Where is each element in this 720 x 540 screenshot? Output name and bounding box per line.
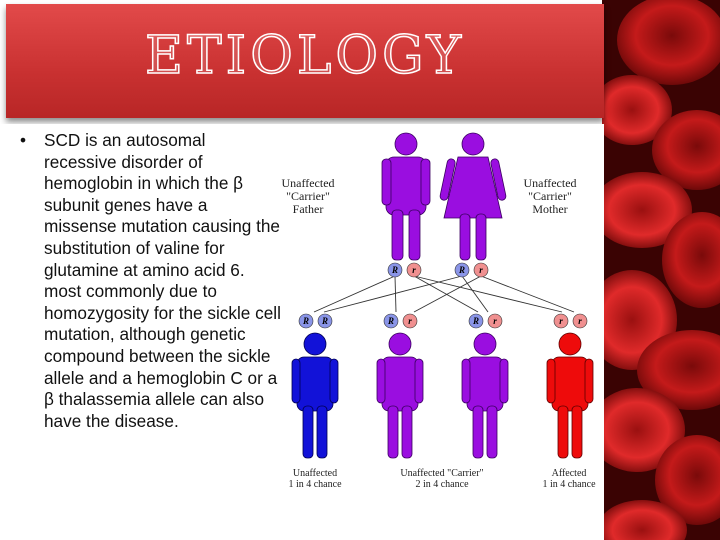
svg-text:r: r (493, 316, 497, 326)
child-2-alleles: R r (383, 313, 418, 329)
father-label: Unaffected "Carrier" Father (281, 176, 334, 216)
mother-alleles: R r (454, 262, 489, 278)
child-4-alleles: r r (553, 313, 588, 329)
svg-text:Mother: Mother (532, 202, 567, 216)
svg-text:Unaffected "Carrier": Unaffected "Carrier" (400, 468, 483, 479)
svg-text:Unaffected: Unaffected (281, 176, 334, 190)
svg-text:Affected: Affected (552, 468, 587, 479)
child-3-figure-icon (461, 332, 509, 459)
svg-text:R: R (387, 316, 394, 326)
slide-title: Etiology (144, 25, 465, 87)
child-1-figure-icon (291, 332, 339, 459)
mother-label: Unaffected "Carrier" Mother (523, 176, 576, 216)
child-4-figure-icon (546, 332, 594, 459)
svg-text:R: R (472, 316, 479, 326)
child-4-label: Affected 1 in 4 chance (542, 468, 596, 490)
child-2-3-label: Unaffected "Carrier" 2 in 4 chance (400, 468, 483, 490)
svg-text:r: r (408, 316, 412, 326)
mother-figure-icon (439, 132, 507, 261)
bullet-list: • SCD is an autosomal recessive disorder… (20, 130, 282, 432)
svg-text:Unaffected: Unaffected (293, 468, 337, 479)
svg-text:r: r (559, 316, 563, 326)
svg-text:R: R (391, 265, 398, 275)
svg-text:r: r (578, 316, 582, 326)
inheritance-lines (313, 275, 575, 313)
title-bar: Etiology (6, 4, 604, 118)
svg-text:Father: Father (293, 202, 324, 216)
bullet-dot-icon: • (20, 130, 27, 150)
child-3-alleles: R r (468, 313, 503, 329)
blood-cells-background-image (602, 0, 720, 540)
svg-text:"Carrier": "Carrier" (286, 189, 330, 203)
father-figure-icon (381, 132, 431, 261)
child-1-label: Unaffected 1 in 4 chance (288, 468, 342, 490)
svg-text:r: r (412, 265, 416, 275)
svg-text:r: r (479, 265, 483, 275)
svg-text:Unaffected: Unaffected (523, 176, 576, 190)
svg-text:R: R (321, 316, 328, 326)
child-1-alleles: R R (298, 313, 333, 329)
svg-text:R: R (458, 265, 465, 275)
svg-text:1 in 4 chance: 1 in 4 chance (288, 479, 342, 490)
father-alleles: R r (387, 262, 422, 278)
child-2-figure-icon (376, 332, 424, 459)
svg-text:2 in 4 chance: 2 in 4 chance (415, 479, 469, 490)
inheritance-diagram: Unaffected "Carrier" Father Unaffected "… (281, 132, 596, 490)
svg-text:"Carrier": "Carrier" (528, 189, 572, 203)
bullet-item: • SCD is an autosomal recessive disorder… (20, 130, 282, 432)
svg-text:R: R (302, 316, 309, 326)
svg-text:1 in 4 chance: 1 in 4 chance (542, 479, 596, 490)
bullet-text: SCD is an autosomal recessive disorder o… (44, 130, 281, 431)
